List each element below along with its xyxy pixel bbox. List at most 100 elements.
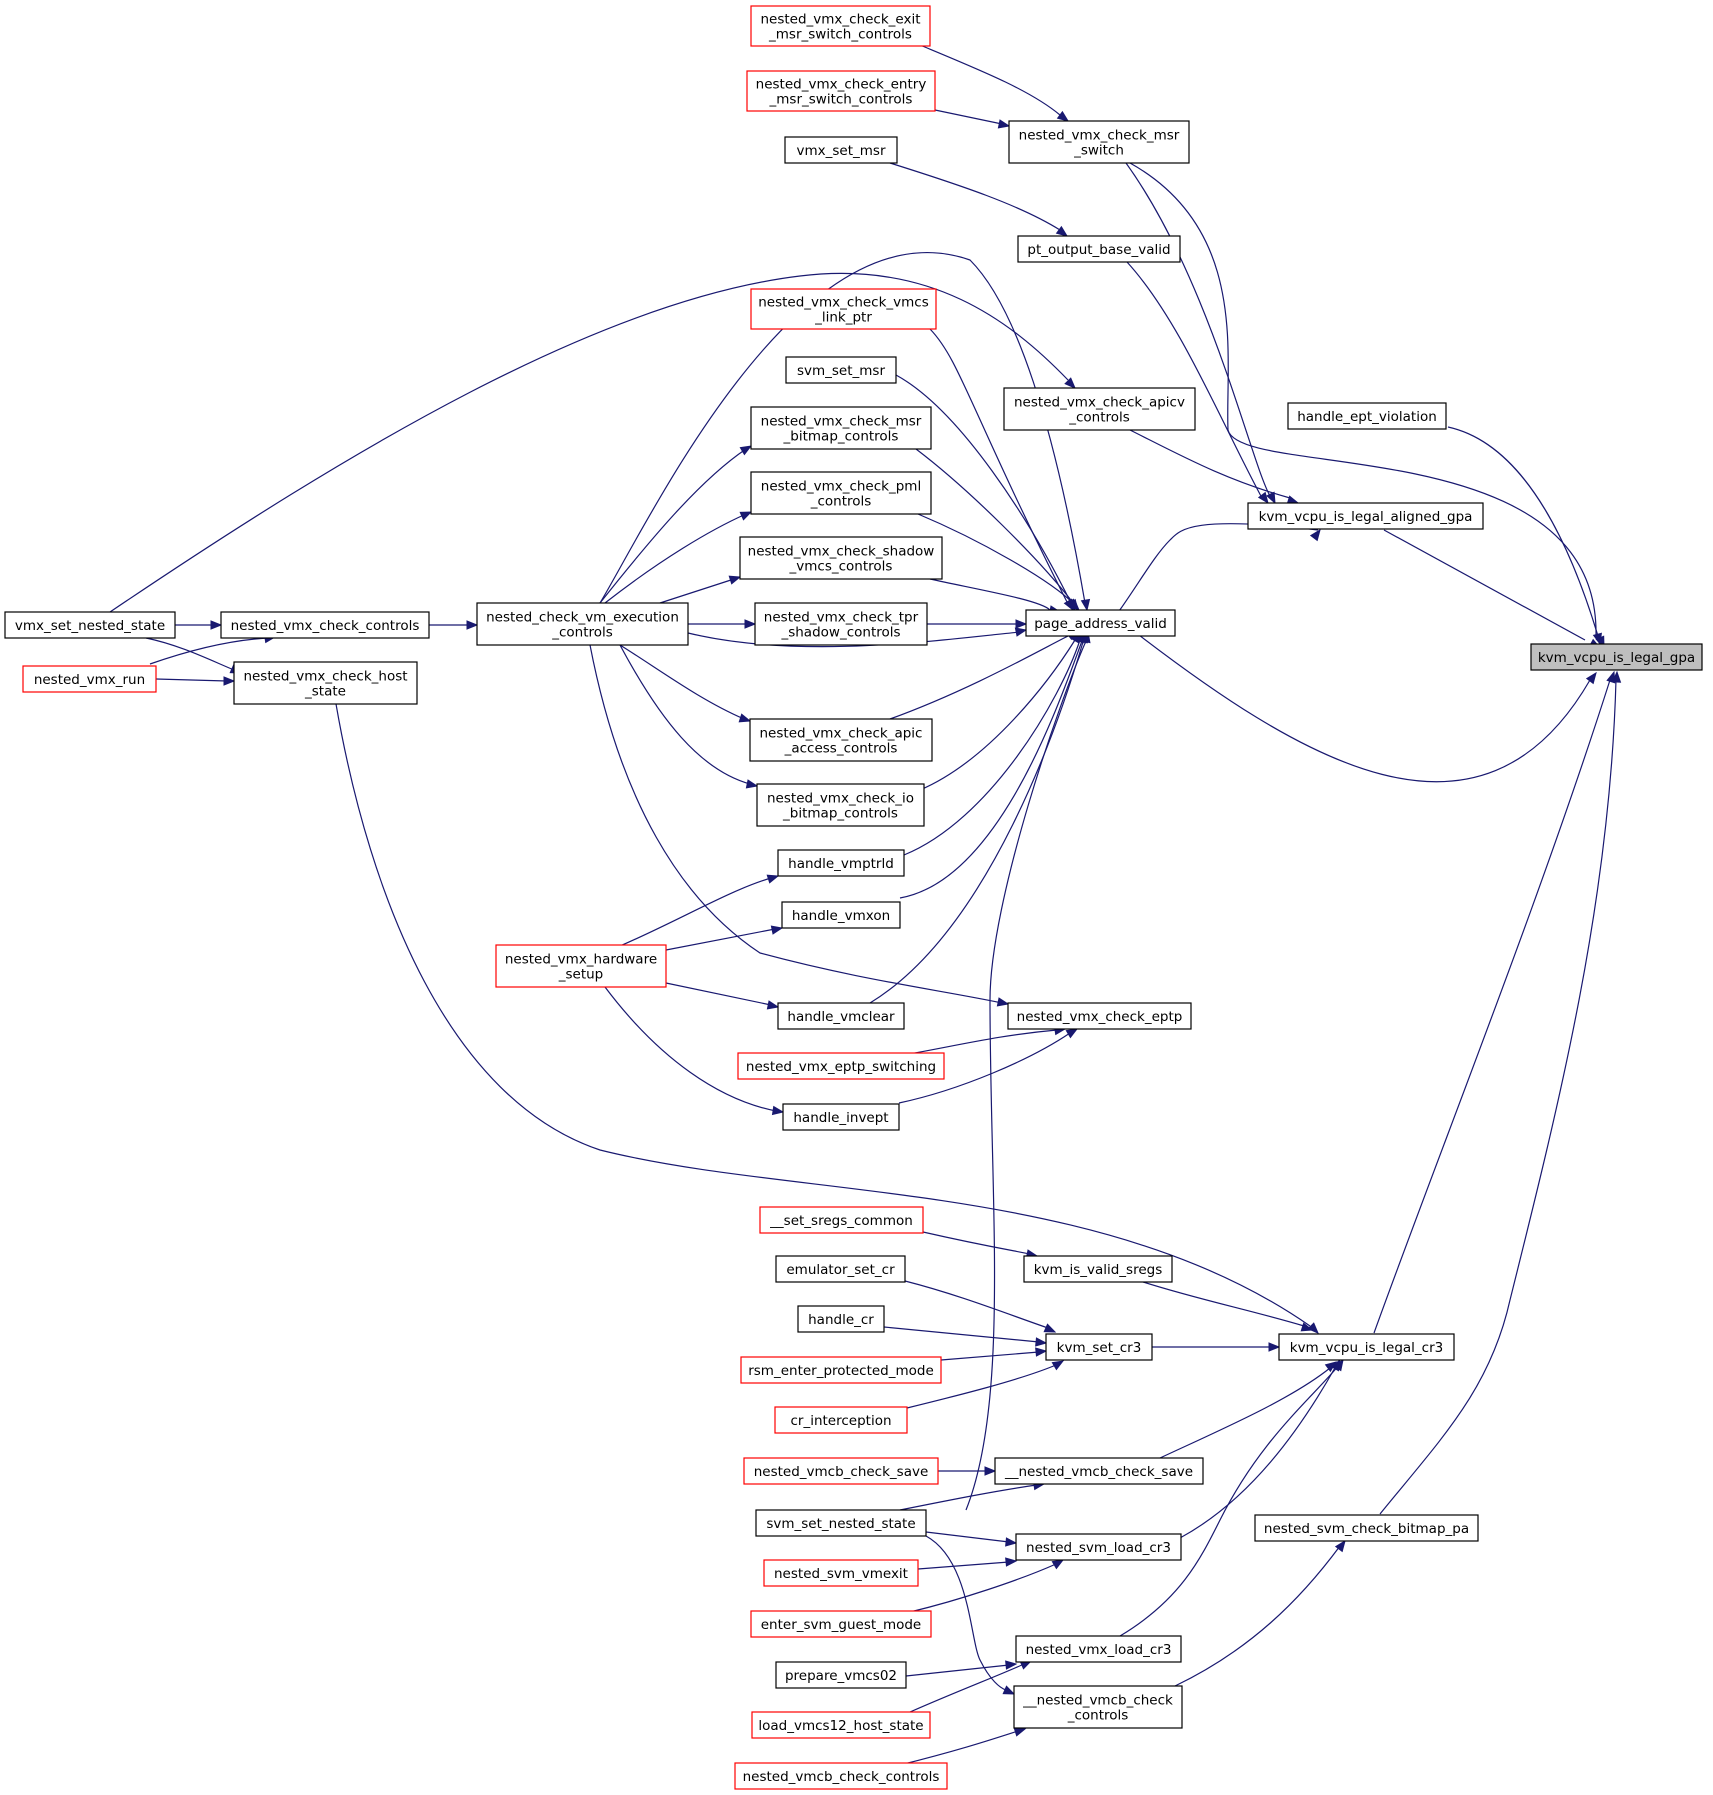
- node-box: [734, 1762, 948, 1790]
- node-eptp-switching[interactable]: nested_vmx_eptp_switching: [737, 1052, 945, 1080]
- node-msr-bitmap[interactable]: nested_vmx_check_msr_bitmap_controls: [750, 406, 932, 450]
- edge-invept-eptp-arrowhead: [1065, 1028, 1079, 1039]
- node-box: [1023, 1255, 1173, 1283]
- node-box: [775, 1255, 906, 1283]
- node-box: [774, 1406, 908, 1434]
- node-vmcb-ctrl-pub[interactable]: nested_vmcb_check_controls: [734, 1762, 948, 1790]
- edge-vmptrld-page: [903, 639, 1081, 856]
- node-vmcs-link[interactable]: nested_vmx_check_vmcs_link_ptr: [750, 288, 937, 330]
- node-host-state[interactable]: nested_vmx_check_host_state: [233, 661, 418, 705]
- node-box: [739, 536, 943, 580]
- node-prepare-vmcs02[interactable]: prepare_vmcs02: [775, 1661, 907, 1689]
- node-set-cr3[interactable]: kvm_set_cr3: [1045, 1333, 1153, 1361]
- edge-load12-vmxload: [909, 1663, 1025, 1713]
- edge-svmset-load-arrowhead: [1005, 1537, 1018, 1547]
- node-vmx-run[interactable]: nested_vmx_run: [22, 665, 157, 693]
- node-valid-sregs[interactable]: kvm_is_valid_sregs: [1023, 1255, 1173, 1283]
- node-set-sregs[interactable]: __set_sregs_common: [759, 1206, 924, 1234]
- edge-vmxon-page: [899, 640, 1083, 899]
- node-page-valid[interactable]: page_address_valid: [1025, 609, 1176, 637]
- node-emulator-cr[interactable]: emulator_set_cr: [775, 1255, 906, 1283]
- node-aligned[interactable]: kvm_vcpu_is_legal_aligned_gpa: [1247, 502, 1484, 530]
- node-ept-violation[interactable]: handle_ept_violation: [1287, 402, 1447, 430]
- node-entry-msr[interactable]: nested_vmx_check_entry_msr_switch_contro…: [746, 70, 936, 112]
- edge-msr-target: [1129, 162, 1597, 637]
- edge-hw-vmxon: [665, 928, 776, 951]
- node-label-line: nested_vmx_check_eptp: [1017, 1009, 1183, 1025]
- node-box: [759, 1206, 924, 1234]
- node-vmclear[interactable]: handle_vmclear: [777, 1002, 905, 1030]
- node-svm-load-cr3[interactable]: nested_svm_load_cr3: [1015, 1533, 1182, 1561]
- node-label-line: nested_vmx_check_host: [243, 669, 407, 685]
- node-label-line: nested_svm_check_bitmap_pa: [1264, 1521, 1469, 1537]
- node-io-bitmap[interactable]: nested_vmx_check_io_bitmap_controls: [756, 783, 925, 827]
- node-label-line: handle_vmclear: [787, 1009, 895, 1025]
- node-label-line: nested_vmx_run: [34, 672, 145, 688]
- edge-exec-io-arrowhead: [745, 779, 759, 789]
- node-label-line: _controls: [810, 494, 872, 510]
- edge-page-aligned-arrowhead: [1309, 528, 1321, 542]
- node-exit-msr[interactable]: nested_vmx_check_exit_msr_switch_control…: [750, 5, 931, 47]
- node-vmptrld[interactable]: handle_vmptrld: [777, 849, 905, 877]
- node-label-line: _switch: [1073, 143, 1124, 159]
- node-cr-intercept[interactable]: cr_interception: [774, 1406, 908, 1434]
- node-box: [1287, 402, 1447, 430]
- node-apic-access[interactable]: nested_vmx_check_apic_access_controls: [749, 718, 933, 762]
- node-box: [4, 611, 176, 639]
- node-label-line: svm_set_msr: [797, 363, 885, 379]
- node-vmcb-ctrl[interactable]: __nested_vmcb_check_controls: [1013, 1685, 1183, 1729]
- edge-msr-target-arrowhead: [1592, 632, 1602, 646]
- node-invept[interactable]: handle_invept: [782, 1103, 900, 1131]
- node-handle-cr[interactable]: handle_cr: [797, 1305, 885, 1333]
- node-pml[interactable]: nested_vmx_check_pml_controls: [750, 471, 932, 515]
- node-vmcb-save-pub[interactable]: nested_vmcb_check_save: [743, 1457, 939, 1485]
- node-vmcb-save[interactable]: __nested_vmcb_check_save: [994, 1457, 1204, 1485]
- node-svm-set-msr[interactable]: svm_set_msr: [785, 356, 897, 384]
- node-vmx-load-cr3[interactable]: nested_vmx_load_cr3: [1015, 1635, 1182, 1663]
- node-box: [750, 288, 937, 330]
- node-msr-switch[interactable]: nested_vmx_check_msr_switch: [1008, 120, 1190, 164]
- node-enter-guest[interactable]: enter_svm_guest_mode: [750, 1610, 932, 1638]
- node-vmx-set-msr[interactable]: vmx_set_msr: [784, 136, 898, 164]
- node-svm-set-nested[interactable]: svm_set_nested_state: [755, 1509, 927, 1537]
- node-exec-controls[interactable]: nested_check_vm_execution_controls: [476, 602, 689, 646]
- edge-link-page: [929, 328, 1069, 605]
- node-vmx-set-nested[interactable]: vmx_set_nested_state: [4, 611, 176, 639]
- node-label-line: emulator_set_cr: [786, 1262, 895, 1278]
- node-vmxon[interactable]: handle_vmxon: [781, 901, 901, 929]
- node-label-line: _bitmap_controls: [783, 429, 899, 445]
- edge-crint-setcr3-arrowhead: [1051, 1360, 1065, 1371]
- node-load-vmcs12[interactable]: load_vmcs12_host_state: [751, 1711, 931, 1739]
- edge-vmxload-cr3-arrowhead: [1333, 1358, 1344, 1372]
- node-label-line: nested_vmx_check_entry: [756, 77, 927, 93]
- node-legal-cr3[interactable]: kvm_vcpu_is_legal_cr3: [1278, 1333, 1455, 1361]
- node-label-line: nested_vmx_hardware: [505, 952, 657, 968]
- node-rsm[interactable]: rsm_enter_protected_mode: [740, 1356, 942, 1384]
- node-pt-output[interactable]: pt_output_base_valid: [1017, 235, 1181, 263]
- node-target[interactable]: kvm_vcpu_is_legal_gpa: [1530, 643, 1703, 671]
- edge-valid-cr3: [1142, 1281, 1305, 1327]
- node-bitmap-pa[interactable]: nested_svm_check_bitmap_pa: [1254, 1514, 1479, 1542]
- node-svm-vmexit[interactable]: nested_svm_vmexit: [763, 1559, 919, 1587]
- node-box: [797, 1305, 885, 1333]
- node-label-line: _link_ptr: [814, 310, 872, 326]
- node-label-line: _bitmap_controls: [782, 806, 898, 822]
- node-label-line: nested_svm_vmexit: [774, 1566, 908, 1582]
- node-apicv[interactable]: nested_vmx_check_apicv_controls: [1003, 387, 1196, 431]
- edge-vmexit-load: [917, 1561, 1010, 1570]
- edge-svmmsr-page: [895, 374, 1072, 604]
- edge-exec-shadow-arrowhead: [728, 575, 742, 585]
- node-label-line: nested_vmx_load_cr3: [1026, 1642, 1172, 1658]
- node-label-line: handle_vmxon: [792, 908, 890, 924]
- node-box: [220, 611, 430, 639]
- edge-rsm-setcr3: [940, 1351, 1040, 1361]
- node-label-line: svm_set_nested_state: [766, 1516, 915, 1532]
- node-check-eptp[interactable]: nested_vmx_check_eptp: [1007, 1002, 1192, 1030]
- node-hw-setup[interactable]: nested_vmx_hardware_setup: [495, 944, 667, 988]
- node-shadow-vmcs[interactable]: nested_vmx_check_shadow_vmcs_controls: [739, 536, 943, 580]
- node-label-line: cr_interception: [790, 1413, 891, 1429]
- edge-setnested-apicv: [109, 272, 1069, 613]
- node-label-line: nested_vmx_check_pml: [761, 479, 921, 495]
- node-tpr-shadow[interactable]: nested_vmx_check_tpr_shadow_controls: [754, 602, 928, 646]
- node-check-controls[interactable]: nested_vmx_check_controls: [220, 611, 430, 639]
